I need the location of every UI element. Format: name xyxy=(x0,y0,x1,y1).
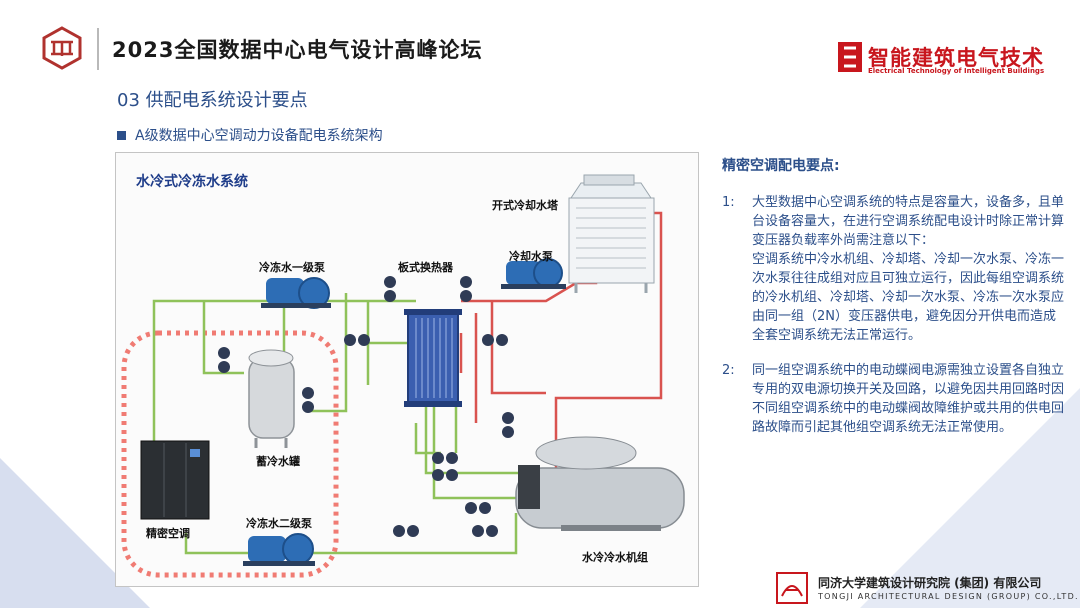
valve-icon xyxy=(432,469,458,481)
valve-icon xyxy=(432,452,458,464)
valve-icon xyxy=(460,276,472,302)
brand-logo: 智能建筑电气技术 Electrical Technology of Intell… xyxy=(838,40,1048,80)
footer-organization: 同济大学建筑设计研究院 (集团) 有限公司 TONGJI ARCHITECTUR… xyxy=(776,572,1078,606)
tongji-logo-icon xyxy=(776,572,808,604)
note-paragraph: 同一组空调系统中的电动蝶阀电源需独立设置各自独立专用的双电源切换开关及回路，以避… xyxy=(752,363,1065,435)
sub-title-text: A级数据中心空调动力设备配电系统架构 xyxy=(135,128,383,144)
section-title: 03 供配电系统设计要点 xyxy=(117,90,308,111)
brand-mark-icon xyxy=(838,42,862,72)
primary-pump-icon xyxy=(261,277,331,309)
storage-tank-icon xyxy=(248,349,295,448)
note-paragraph: 空调系统中冷水机组、冷却塔、冷却一次水泵、冷冻一次水泵往往成组对应且可独立运行，… xyxy=(752,252,1065,343)
org-name-en: TONGJI ARCHITECTURAL DESIGN (GROUP) CO.,… xyxy=(818,592,1079,601)
valve-icon xyxy=(384,276,396,302)
plate-heat-exchanger-icon xyxy=(404,309,462,407)
highlight-dashed-area xyxy=(121,330,339,578)
diagram-graphics xyxy=(121,174,685,578)
chilled-water-pipes xyxy=(152,293,536,555)
valve-icon xyxy=(472,525,498,537)
conference-logo-icon xyxy=(42,26,82,70)
valve-icon xyxy=(344,334,370,346)
brand-name-en: Electrical Technology of Intelligent Bui… xyxy=(868,67,1045,75)
notes-heading: 精密空调配电要点: xyxy=(722,158,840,174)
label-precision-ac: 精密空调 xyxy=(146,527,190,540)
conference-title: 2023全国数据中心电气设计高峰论坛 xyxy=(112,38,483,62)
precision-ac-cabinet-icon xyxy=(140,440,210,520)
secondary-pump-icon xyxy=(243,533,315,566)
note-paragraph: 大型数据中心空调系统的特点是容量大，设备多，且单台设备容量大，在进行空调系统配电… xyxy=(752,195,1065,248)
valve-icon xyxy=(502,412,514,438)
valve-icon xyxy=(393,525,419,537)
cooling-tower-icon xyxy=(568,174,655,293)
water-chiller-icon xyxy=(515,436,685,531)
sub-title: A级数据中心空调动力设备配电系统架构 xyxy=(117,125,383,145)
note-number: 1: xyxy=(722,195,735,210)
valve-icon xyxy=(465,502,491,514)
notes-panel: 精密空调配电要点: 1: 大型数据中心空调系统的特点是容量大，设备多，且单台设备… xyxy=(722,155,1067,453)
label-chiller: 水冷冷水机组 xyxy=(582,551,648,564)
chilled-water-system-diagram: 水冷式冷冻水系统 开式冷却水塔 冷冻水一级泵 板式换热器 冷却水泵 蓄冷水罐 精… xyxy=(115,152,699,587)
note-number: 2: xyxy=(722,363,735,378)
valve-icon xyxy=(218,347,230,373)
decor-triangle-right xyxy=(860,388,1080,608)
label-cooling-tower: 开式冷却水塔 xyxy=(492,199,558,212)
label-cooling-pump: 冷却水泵 xyxy=(509,250,553,263)
org-name-cn: 同济大学建筑设计研究院 (集团) 有限公司 xyxy=(818,576,1042,590)
valve-icon xyxy=(302,387,314,413)
note-item: 2: 同一组空调系统中的电动蝶阀电源需独立设置各自独立专用的双电源切换开关及回路… xyxy=(722,361,1067,437)
label-secondary-pump: 冷冻水二级泵 xyxy=(246,517,312,530)
label-primary-pump: 冷冻水一级泵 xyxy=(259,261,325,274)
header-separator xyxy=(97,28,99,70)
butterfly-valves xyxy=(218,276,514,537)
cooling-pump-icon xyxy=(501,258,566,289)
bullet-square-icon xyxy=(117,130,126,140)
note-item: 1: 大型数据中心空调系统的特点是容量大，设备多，且单台设备容量大，在进行空调系… xyxy=(722,193,1067,345)
diagram-title: 水冷式冷冻水系统 xyxy=(136,174,248,190)
label-plate-exchanger: 板式换热器 xyxy=(398,261,453,274)
brand-name-cn: 智能建筑电气技术 xyxy=(868,46,1044,70)
valve-icon xyxy=(482,334,508,346)
label-storage-tank: 蓄冷水罐 xyxy=(256,455,300,468)
